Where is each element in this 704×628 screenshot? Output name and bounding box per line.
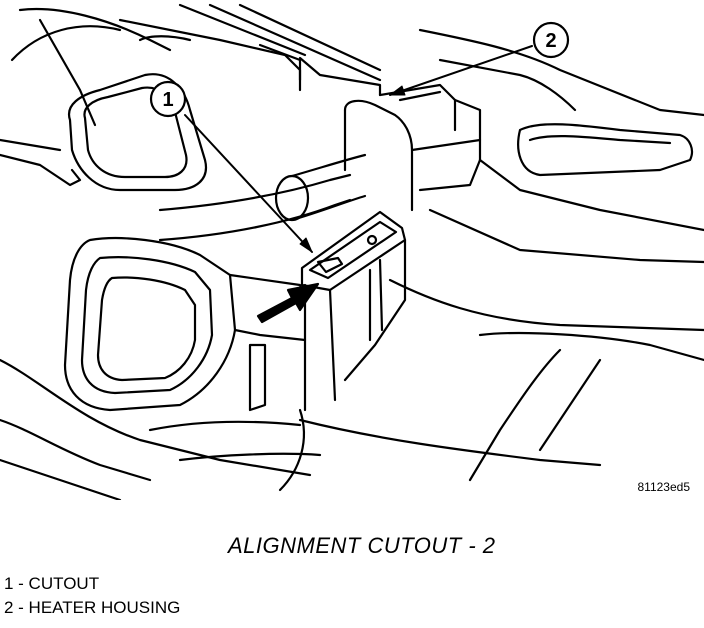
callout-1: 1: [149, 80, 313, 253]
technical-illustration: 1 2: [0, 3, 704, 500]
legend: 1 - CUTOUT 2 - HEATER HOUSING: [4, 572, 180, 620]
bracket-with-cutout: [300, 210, 407, 412]
floor-panel: [298, 28, 704, 482]
heater-tube: [158, 153, 367, 242]
top-ribs: [178, 3, 382, 82]
duct-outlet: [63, 237, 307, 412]
heater-housing: [298, 56, 482, 212]
callout-2: 2: [389, 21, 570, 96]
legend-item-heater-housing: 2 - HEATER HOUSING: [4, 598, 181, 617]
figure-id: 81123ed5: [637, 480, 691, 494]
figure-caption: ALIGNMENT CUTOUT - 2: [228, 533, 496, 558]
dash-housing-upper: [0, 7, 302, 192]
callout-1-number: 1: [162, 89, 173, 111]
pointer-arrow: [256, 282, 320, 324]
legend-item-cutout: 1 - CUTOUT: [4, 574, 100, 593]
callout-2-number: 2: [545, 30, 556, 52]
lower-floor: [0, 358, 322, 500]
